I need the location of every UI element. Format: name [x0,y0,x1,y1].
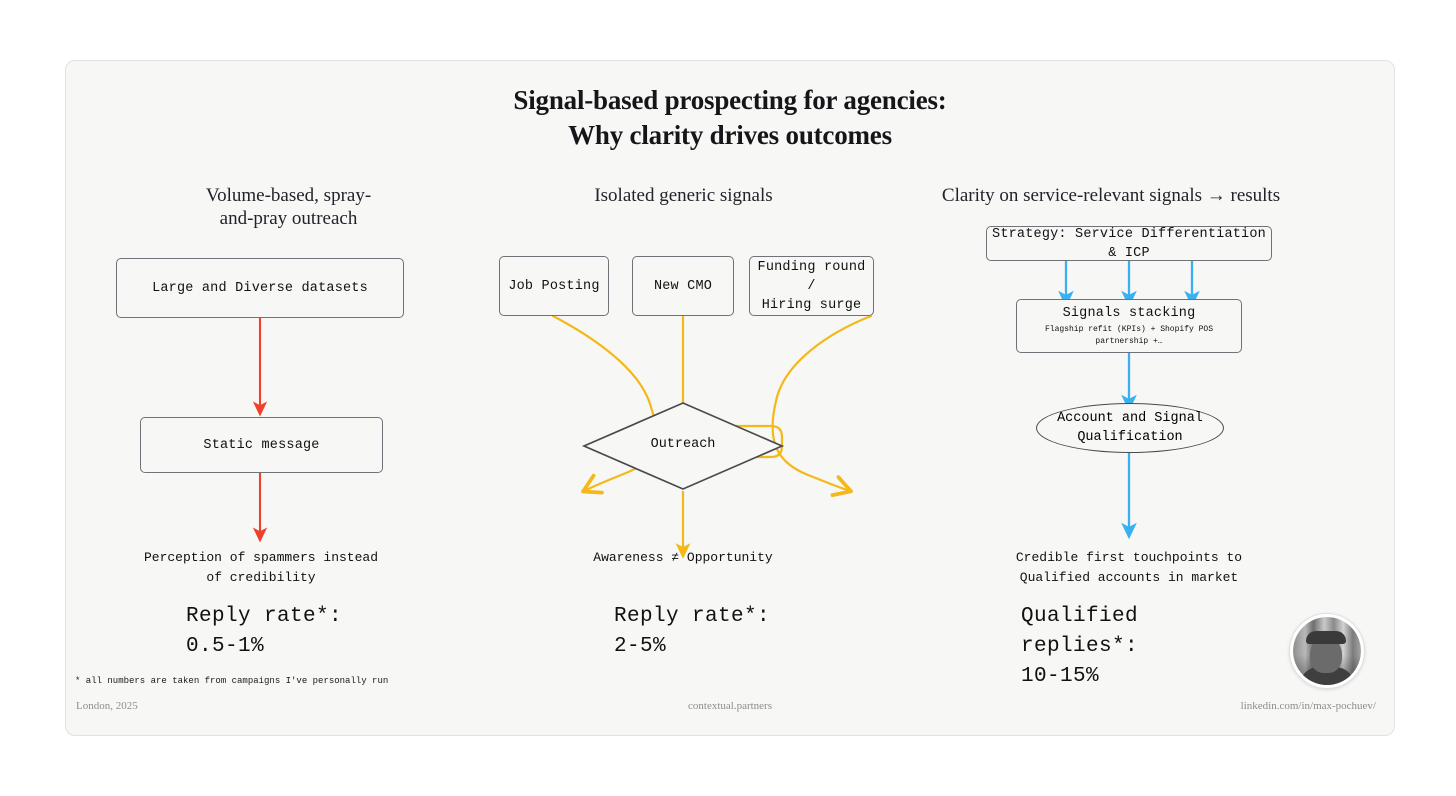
static-message-box[interactable]: Static message [140,417,383,473]
footer-right: linkedin.com/in/max-pochuev/ [1240,700,1376,712]
signals-stacking-box-label: Signals stacking [1062,306,1196,321]
arrow-funding-round-to-outreach [771,314,873,497]
stat-clarity: Qualified replies*: 10-15% [1021,602,1138,692]
column-heading-isolated-line-1: Isolated generic signals [594,185,773,206]
title-line-1: Signal-based prospecting for agencies: [513,85,947,115]
funding-round-box-label-line-2: Hiring surge [761,297,862,313]
dataset-box[interactable]: Large and Diverse datasets [116,258,404,318]
dataset-box-label: Large and Diverse datasets [152,280,368,296]
column-heading-volume: Volume-based, spray- and-pray outreach [126,184,451,230]
footer-center: contextual.partners [688,700,772,712]
stat-isolated-value: 2-5% [614,635,667,658]
new-cmo-box-label: New CMO [653,278,713,294]
qualification-ellipse-label-line-1: Account and Signal [1057,411,1203,426]
stat-clarity-value: 10-15% [1021,665,1100,688]
qualification-ellipse[interactable]: Account and Signal Qualification [1036,403,1224,453]
stat-isolated: Reply rate*: 2-5% [614,602,770,662]
page-title: Signal-based prospecting for agencies: W… [66,83,1394,153]
strategy-box[interactable]: Strategy: Service Differentiation & ICP [986,226,1272,261]
signals-stacking-box[interactable]: Signals stacking Flagship refit (KPIs) +… [1016,299,1242,353]
qualification-ellipse-label-line-2: Qualification [1077,430,1183,445]
signals-stacking-box-sublabel: Flagship refit (KPIs) + Shopify POS part… [1044,325,1214,346]
stat-isolated-label: Reply rate*: [614,605,771,628]
slide-canvas: Signal-based prospecting for agencies: W… [65,60,1395,736]
footer-left: London, 2025 [76,700,138,712]
stat-volume: Reply rate*: 0.5-1% [186,602,342,662]
footnote: * all numbers are taken from campaigns I… [75,676,389,686]
outreach-diamond-shape [581,402,785,490]
job-posting-box[interactable]: Job Posting [499,256,609,316]
funding-round-box[interactable]: Funding round / Hiring surge [749,256,874,316]
column-heading-clarity: Clarity on service-relevant signals → re… [891,184,1331,207]
job-posting-box-label: Job Posting [508,278,600,294]
static-message-box-label: Static message [203,437,320,453]
stat-clarity-label-line-2: replies*: [1021,635,1139,658]
avatar-body-shape [1299,667,1355,685]
stat-clarity-label-line-1: Qualified [1021,605,1139,628]
stat-volume-value: 0.5-1% [186,635,265,658]
new-cmo-box[interactable]: New CMO [632,256,734,316]
avatar-cap-shape [1306,631,1346,644]
stat-volume-label: Reply rate*: [186,605,343,628]
outreach-diamond-label: Outreach [650,437,716,452]
avatar[interactable] [1290,614,1364,688]
outcome-volume: Perception of spammers instead of credib… [111,548,411,588]
outcome-clarity-line-2: Qualified accounts in market [1019,570,1239,585]
outcome-clarity: Credible first touchpoints to Qualified … [979,548,1279,588]
column-heading-isolated: Isolated generic signals [521,184,846,207]
column-heading-volume-line-1: Volume-based, spray- [205,185,372,206]
column-heading-volume-line-2: and-pray outreach [219,208,358,229]
outcome-volume-line-1: Perception of spammers instead [143,550,379,565]
outcome-volume-line-2: of credibility [206,570,316,585]
outreach-diamond[interactable]: Outreach [581,401,785,491]
strategy-box-label: Strategy: Service Differentiation & ICP [992,226,1266,261]
funding-round-box-label-line-1: Funding round / [757,259,866,294]
column-heading-clarity-line-1: Clarity on service-relevant signals → re… [941,185,1281,206]
outcome-clarity-line-1: Credible first touchpoints to [1015,550,1243,565]
outcome-isolated: Awareness ≠ Opportunity [533,548,833,568]
title-line-2: Why clarity drives outcomes [568,120,892,150]
outcome-isolated-line-1: Awareness ≠ Opportunity [593,550,773,565]
